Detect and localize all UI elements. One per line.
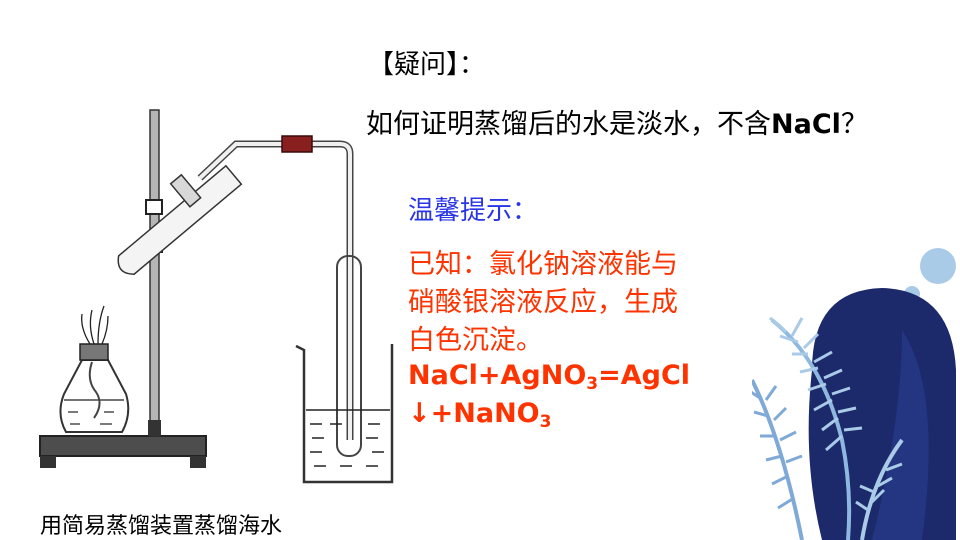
question-formula: NaCl [771,109,841,140]
question-text-prefix: 如何证明蒸馏后的水是淡水，不含 [366,109,771,140]
equation-part: NaCl+AgNO [408,360,587,391]
lamp-liquid [64,399,124,425]
stand-base [39,435,207,457]
decor-dark-leaf [872,330,929,540]
stand-base-foot-left [40,456,56,468]
equation-subscript: 3 [539,412,552,432]
stand-base-foot-right [190,456,206,468]
lamp-wick [88,361,101,419]
tip-title: 温馨提示： [408,196,539,226]
clamp-upper [145,199,163,215]
stand-rod [149,109,160,437]
equation-part: ↓+NaNO [408,398,540,429]
decor-seaweed-1 [770,318,852,540]
decor-seaweed-leaves [769,316,863,452]
known-paragraph: 已知：氯化钠溶液能与 硝酸银溶液反应，生成 白色沉淀。 [408,246,678,360]
question-text: 如何证明蒸馏后的水是淡水，不含NaCl？ [366,102,868,141]
question-text-suffix: ？ [840,109,868,140]
apparatus-caption: 用简易蒸馏装置蒸馏海水 [40,514,283,539]
distillation-apparatus-illustration [39,109,394,484]
equation-subscript: 3 [586,374,599,394]
equation-line-2: ↓+NaNO3 [408,398,551,432]
tube-stopper [169,173,202,208]
equation-part: =AgCl [598,360,691,391]
decor-seaweed-3 [860,438,904,540]
test-tube [117,164,243,275]
decor-seaweed-2 [752,379,804,540]
lamp-cap [79,343,109,361]
known-line: 白色沉淀。 [408,325,543,356]
flame [81,305,109,345]
equation-line-1: NaCl+AgNO3=AgCl [408,360,690,394]
known-line: 已知：氯化钠溶液能与 [408,249,678,280]
known-line: 硝酸银溶液反应，生成 [408,287,678,318]
inner-test-tube [336,255,362,457]
alcohol-lamp [59,359,130,433]
decor-bubble-large [920,248,956,284]
rubber-connector [281,135,313,153]
stand-rod-foot [148,420,161,436]
beaker [295,344,394,484]
beaker-water [306,409,390,467]
decorative-seaweed-graphic [752,248,956,540]
question-title: 【疑问】： [368,50,486,80]
